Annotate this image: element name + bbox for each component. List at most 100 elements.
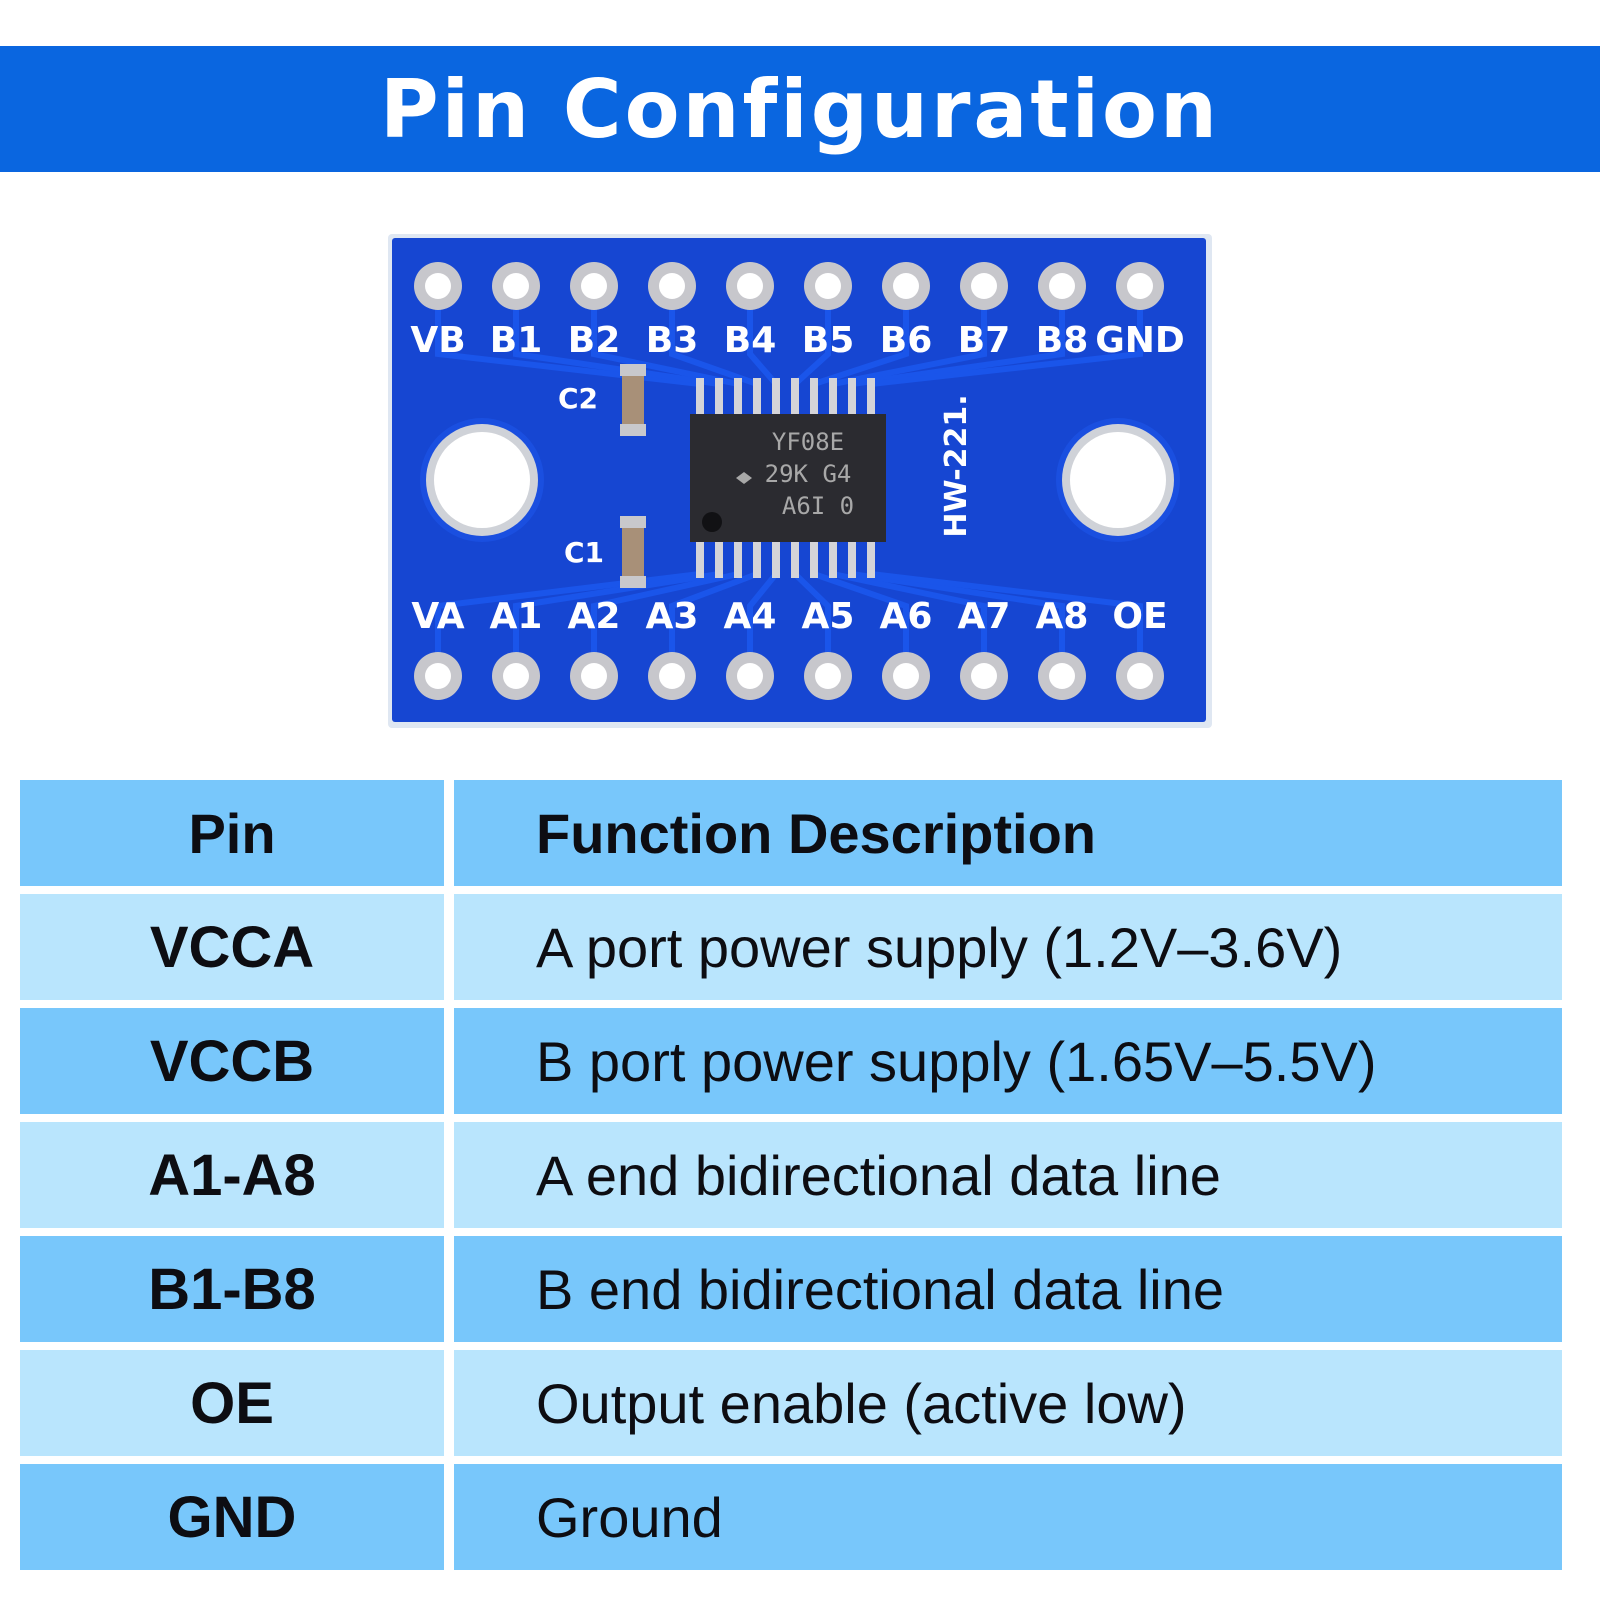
title-banner: Pin Configuration	[0, 46, 1600, 172]
top-pin-label: B8	[1036, 320, 1089, 361]
bottom-pin-label: A8	[1036, 596, 1089, 637]
pin-hole	[737, 663, 763, 689]
right-hole-center	[1070, 432, 1166, 528]
silk-label-c1: C1	[564, 536, 604, 569]
chip-leg	[772, 540, 780, 578]
top-pin-label: B2	[568, 320, 621, 361]
bottom-pin-label: A5	[802, 596, 855, 637]
pin-hole	[425, 663, 451, 689]
pin-hole	[737, 273, 763, 299]
ic-chip	[690, 414, 886, 542]
pin-description-cell: A end bidirectional data line	[454, 1122, 1562, 1228]
pin-hole	[815, 663, 841, 689]
pin-name-cell: A1-A8	[20, 1122, 444, 1228]
top-pin-label: B5	[802, 320, 855, 361]
bottom-pin-label: A2	[568, 596, 621, 637]
capacitor-c2-cap-bottom	[620, 424, 646, 436]
pin-hole	[893, 663, 919, 689]
pin-hole	[581, 663, 607, 689]
bottom-pin-label: OE	[1112, 596, 1167, 637]
pin-hole	[815, 273, 841, 299]
chip-leg	[753, 540, 761, 578]
chip-leg	[715, 540, 723, 578]
capacitor-c2	[622, 364, 644, 436]
chip-leg	[734, 378, 742, 416]
pin-name-cell: OE	[20, 1350, 444, 1456]
capacitor-c1-cap-bottom	[620, 576, 646, 588]
top-pin-label: B1	[490, 320, 543, 361]
pin-name-cell: VCCA	[20, 894, 444, 1000]
chip-leg	[829, 378, 837, 416]
pin-hole	[971, 663, 997, 689]
chip-pin1-dot	[702, 512, 722, 532]
top-pin-label: B6	[880, 320, 933, 361]
column-header-description: Function Description	[454, 780, 1562, 886]
chip-leg	[829, 540, 837, 578]
chip-marking-line-3: A6I 0	[782, 492, 854, 520]
ti-logo-icon	[736, 472, 752, 484]
pin-hole	[971, 273, 997, 299]
chip-leg	[791, 540, 799, 578]
pin-hole	[893, 273, 919, 299]
column-header-pin: Pin	[20, 780, 444, 886]
silk-label-c2: C2	[558, 382, 598, 415]
chip-leg	[772, 378, 780, 416]
chip-marking-line-2: 29K G4	[765, 460, 852, 488]
chip-marking-line-1: YF08E	[772, 428, 844, 456]
chip-leg	[715, 378, 723, 416]
pin-description-cell: B end bidirectional data line	[454, 1236, 1562, 1342]
chip-leg	[867, 378, 875, 416]
chip-leg	[791, 378, 799, 416]
pin-hole	[1049, 273, 1075, 299]
pin-hole	[581, 273, 607, 299]
top-pin-label: B3	[646, 320, 699, 361]
top-pin-label: B4	[724, 320, 777, 361]
pin-hole	[659, 273, 685, 299]
pin-name-cell: GND	[20, 1464, 444, 1570]
pin-hole	[659, 663, 685, 689]
pcb-diagram: YF08E 29K G4 A6I 0 C2 C1 HW-221. VB B1 B2 B…	[388, 234, 1212, 728]
pin-description-cell: Output enable (active low)	[454, 1350, 1562, 1456]
chip-leg	[867, 540, 875, 578]
pin-description-cell: Ground	[454, 1464, 1562, 1570]
pin-hole	[425, 273, 451, 299]
pin-hole	[1127, 273, 1153, 299]
pcb-board-image: YF08E 29K G4 A6I 0 C2 C1 HW-221. VB B1 B2 B…	[388, 234, 1212, 728]
chip-leg	[696, 540, 704, 578]
capacitor-c1	[622, 516, 644, 588]
left-hole-center	[434, 432, 530, 528]
silk-model-label: HW-221.	[939, 394, 974, 537]
top-pin-label: B7	[958, 320, 1011, 361]
bottom-pin-label: A4	[724, 596, 777, 637]
chip-leg	[848, 378, 856, 416]
chip-leg	[753, 378, 761, 416]
bottom-pin-label: A6	[880, 596, 933, 637]
chip-legs	[696, 378, 875, 578]
pin-hole	[1049, 663, 1075, 689]
top-pin-label: GND	[1095, 320, 1185, 361]
pin-name-cell: B1-B8	[20, 1236, 444, 1342]
pin-description-cell: B port power supply (1.65V–5.5V)	[454, 1008, 1562, 1114]
pin-hole	[1127, 663, 1153, 689]
chip-leg	[810, 378, 818, 416]
bottom-pin-label: A3	[646, 596, 699, 637]
pin-description-cell: A port power supply (1.2V–3.6V)	[454, 894, 1562, 1000]
pin-name-cell: VCCB	[20, 1008, 444, 1114]
top-pin-label: VB	[410, 320, 465, 361]
bottom-pin-label: A1	[490, 596, 543, 637]
chip-leg	[810, 540, 818, 578]
bottom-pin-label: VA	[411, 596, 464, 637]
bottom-pin-label: A7	[958, 596, 1011, 637]
page-title: Pin Configuration	[380, 62, 1220, 156]
bottom-pin-header: VA A1 A2 A3 A4 A5 A6 A7 A8 OE	[411, 596, 1168, 700]
chip-leg	[848, 540, 856, 578]
pin-hole	[503, 663, 529, 689]
